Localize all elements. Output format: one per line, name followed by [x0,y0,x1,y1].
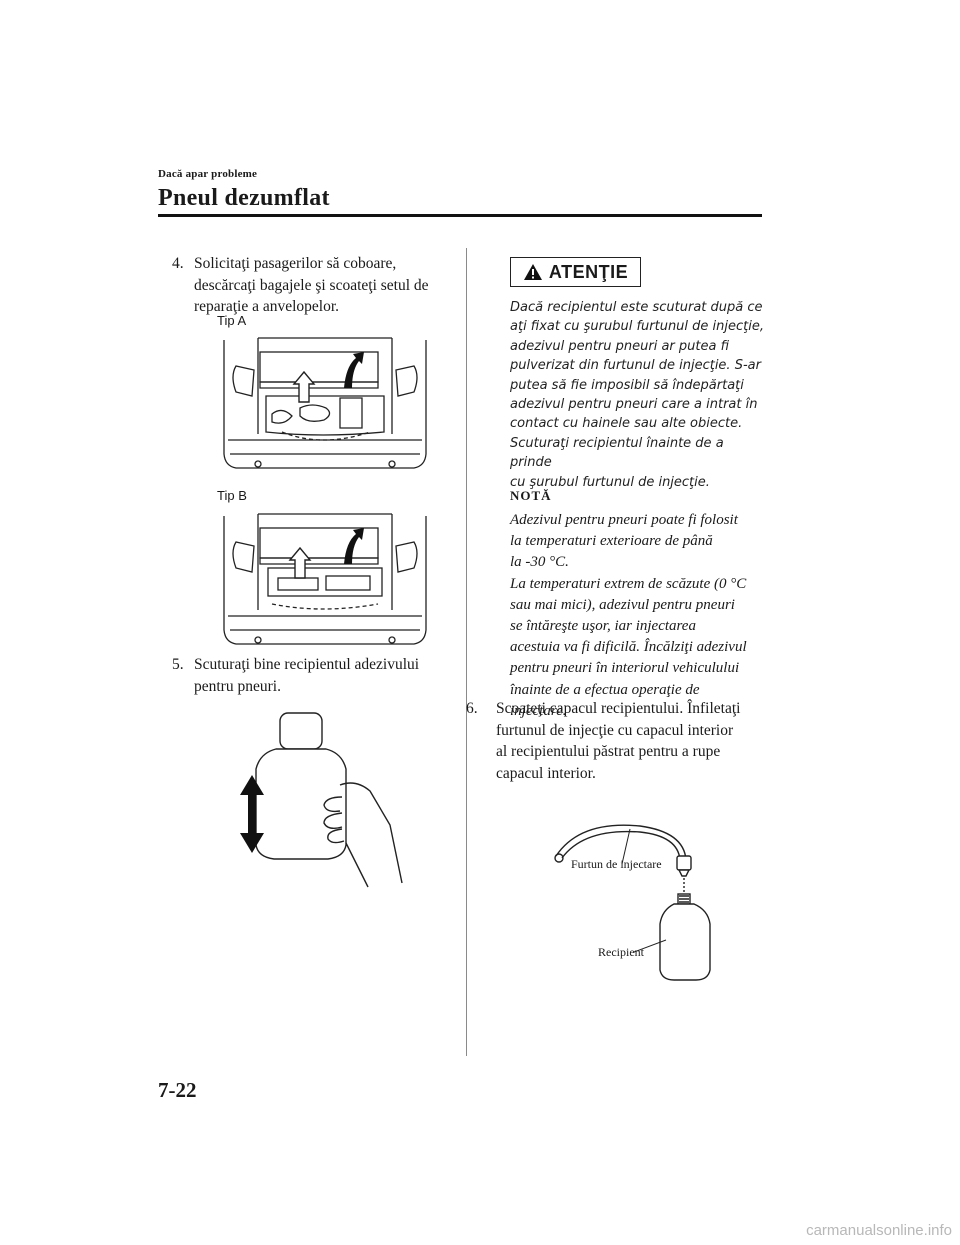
warning-line-2: aţi fixat cu şurubul furtunul de injecţi… [510,319,764,335]
tip-b-label: Tip B [217,488,247,503]
step-6-line-2: furtunul de injecţie cu capacul interior [496,721,734,739]
warning-icon [523,264,542,280]
step-4-line-2: descărcaţi bagajele şi scoateţi setul de [194,276,429,294]
note-line-7: acestuia va fi dificilă. Încălziţi adezi… [510,639,747,656]
note-line-9: înainte de a efectua operaţie de [510,681,700,698]
warning-line-9: cu şurubul furtunul de injecţie. [510,474,710,490]
step-4-line-3: reparaţie a anvelopelor. [194,298,340,315]
watermark: carmanualsonline.info [806,1222,952,1239]
page-number: 7-22 [158,1078,197,1102]
step-5: 5. Scuturaţi bine recipientul adezivului… [172,654,462,697]
warning-line-7: contact cu hainele sau alte obiecte. [510,416,743,432]
warning-line-6: adezivul pentru pneuri care a intrat în [510,397,758,413]
warning-box: ATENŢIE [510,257,641,287]
warning-title: ATENŢIE [548,261,629,282]
tip-a-trunk-illustration [223,337,427,469]
step-5-line-1: Scuturaţi bine recipientul adezivului [194,656,420,673]
step-6: 6. Scoateţi capacul recipientului. Înfil… [466,698,766,784]
note-line-2: la temperaturi exterioare de până [510,533,713,550]
warning-text: Dacă recipientul este scuturat după ce a… [510,298,768,492]
section-label: Dacă apar probleme [158,168,258,180]
container-label: Recipient [598,945,644,959]
column-divider [466,248,467,1056]
warning-line-3: adezivul pentru pneuri ar putea fi [510,338,729,354]
note-line-4: La temperaturi extrem de scăzute (0 °C [510,575,747,592]
note-text: Adezivul pentru pneuri poate fi folosit … [510,510,772,722]
step-4: 4. Solicitaţi pasagerilor să coboare, de… [172,253,462,318]
note-line-5: sau mai mici), adezivul pentru pneuri [510,596,735,613]
step-4-line-1: Solicitaţi pasagerilor să coboare, [194,255,397,272]
step-6-line-4: capacul interior. [496,764,596,782]
tip-a-label: Tip A [217,313,247,328]
warning-line-5: putea să fie imposibil să îndepărtaţi [510,377,744,393]
step-6-line-1: Scoateţi capacul recipientului. Înfileta… [496,700,741,717]
hose-label: Furtun de injectare [571,857,662,871]
step-6-line-3: al recipientului păstrat pentru a rupe [496,743,721,760]
shake-bottle-illustration [240,712,403,888]
note-line-10: injectare. [510,702,567,719]
page-title: Pneul dezumflat [158,185,330,211]
warning-line-4: pulverizat din furtunul de injecţie. S-a… [510,358,761,374]
step-6-number: 6. [466,700,478,717]
title-rule [158,214,762,217]
note-line-6: se întăreşte uşor, iar injectarea [510,618,696,635]
note-line-3: la -30 °C. [510,554,569,571]
note-line-1: Adezivul pentru pneuri poate fi folosit [510,512,738,528]
warning-line-8: Scuturaţi recipientul înainte de a prind… [510,435,724,471]
step-5-number: 5. [172,656,184,673]
hose-container-illustration [554,824,711,981]
step-4-number: 4. [172,255,184,272]
note-line-8: pentru pneuri în interiorul vehiculului [510,660,740,677]
warning-line-1: Dacă recipientul este scuturat după ce [510,300,763,315]
step-5-line-2: pentru pneuri. [194,677,281,695]
tip-b-trunk-illustration [223,513,427,645]
note-label: NOTĂ [510,488,552,503]
